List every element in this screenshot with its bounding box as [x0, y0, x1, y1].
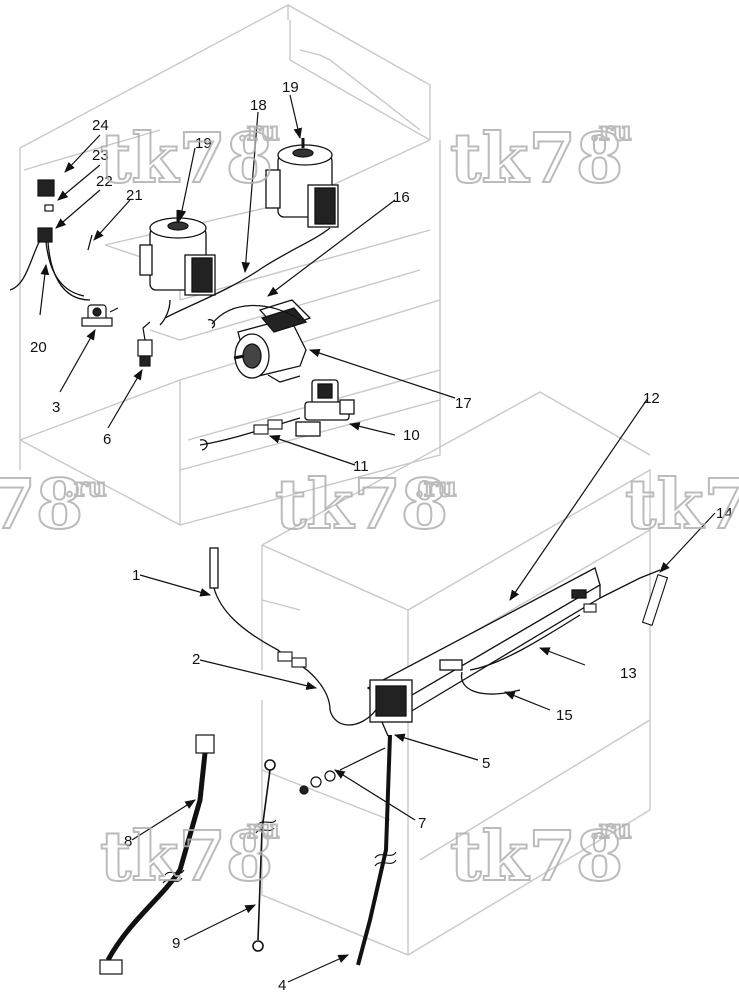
- watermark-6-suffix: .ru: [238, 815, 280, 845]
- sensor: [137, 321, 153, 367]
- callout-2: 2: [192, 651, 200, 668]
- callout-labels: 24 23 22 21 19 18 19 16 17 10 11 20 3 6 …: [30, 79, 733, 994]
- callout-17: 17: [455, 395, 472, 412]
- callout-19b: 19: [282, 79, 299, 96]
- watermark-5: tk78: [625, 465, 739, 545]
- watermark-3: tk78: [0, 465, 83, 545]
- connectors: [253, 419, 283, 435]
- break-marks: [162, 819, 397, 884]
- callout-9: 9: [172, 935, 180, 952]
- callout-22: 22: [96, 173, 113, 190]
- callout-6: 6: [103, 431, 111, 448]
- watermark-4: tk78: [275, 465, 448, 545]
- callout-23: 23: [92, 147, 109, 164]
- callout-19a: 19: [195, 135, 212, 152]
- probe: [209, 547, 219, 589]
- lower-cabinet-outline: [261, 391, 651, 956]
- callout-5: 5: [482, 755, 490, 772]
- watermark-7-suffix: .ru: [590, 815, 632, 845]
- callout-1: 1: [132, 567, 140, 584]
- upper-wiring: [9, 227, 331, 451]
- lower-connectors: [277, 573, 669, 668]
- watermark-2: tk78: [450, 119, 623, 199]
- upper-cabinet-outline: [19, 3, 441, 527]
- callout-24: 24: [92, 117, 109, 134]
- control-box: [366, 567, 601, 737]
- callout-13: 13: [620, 665, 637, 682]
- solenoid-valve: [295, 379, 355, 437]
- power-cord: [99, 734, 215, 975]
- callout-8: 8: [124, 833, 132, 850]
- sensor-cable: [356, 734, 392, 966]
- pump-motor: [233, 299, 312, 383]
- watermark-2-suffix: .ru: [590, 117, 632, 147]
- watermark-1: tk78: [100, 119, 273, 199]
- callout-21: 21: [126, 187, 143, 204]
- watermark-7: tk78: [450, 817, 623, 897]
- small-valve: [81, 304, 119, 327]
- callout-14: 14: [716, 505, 733, 522]
- callout-4: 4: [278, 977, 286, 994]
- callout-3: 3: [52, 399, 60, 416]
- callout-15: 15: [556, 707, 573, 724]
- callout-12: 12: [643, 390, 660, 407]
- bolt-set: [299, 747, 386, 795]
- callout-18: 18: [250, 97, 267, 114]
- callout-16: 16: [393, 189, 410, 206]
- callout-20: 20: [30, 339, 47, 356]
- watermark-3-suffix: .ru: [65, 473, 107, 503]
- watermark-6: tk78: [100, 817, 273, 897]
- callout-11: 11: [353, 458, 369, 475]
- watermarks: tk78 .ru tk78 .ru tk78 .ru tk78 .ru tk78…: [0, 116, 739, 898]
- switches: [37, 179, 55, 243]
- fan-motor-left: [139, 210, 216, 296]
- callout-10: 10: [403, 427, 420, 444]
- callout-7: 7: [418, 815, 426, 832]
- leader-lines: [39, 94, 716, 983]
- watermark-4-suffix: .ru: [415, 473, 457, 503]
- watermark-1-suffix: .ru: [238, 117, 280, 147]
- lower-wiring: [213, 569, 661, 726]
- fan-motor-right: [265, 138, 339, 228]
